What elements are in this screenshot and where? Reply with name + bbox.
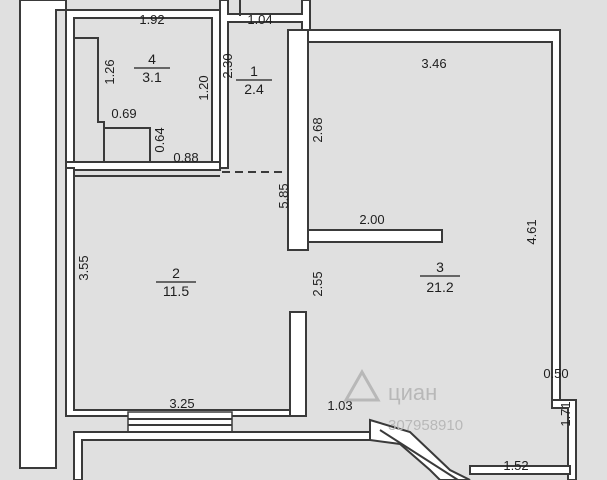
dim-3-46: 3.46 [421, 56, 446, 71]
balcony-bay [369, 418, 471, 480]
watermark-brand: циан [388, 380, 437, 405]
dim-2-68: 2.68 [310, 117, 325, 142]
right-lower-wall [551, 399, 577, 480]
dim-5-85: 5.85 [276, 183, 291, 208]
watermark-code: 307958910 [388, 417, 463, 434]
room-4-area: 3.1 [142, 69, 162, 85]
bottom-right-wall [469, 465, 571, 475]
dim-0-50: 0.50 [543, 366, 568, 381]
room-2-area: 11.5 [163, 283, 189, 299]
bathtub-outline [74, 37, 105, 162]
dim-1-03: 1.03 [327, 398, 352, 413]
dim-0-64: 0.64 [152, 127, 167, 152]
stub-wall [307, 229, 443, 243]
dim-1-71: 1.71 [558, 401, 573, 426]
partition-upper [287, 29, 309, 251]
dim-2-30: 2.30 [220, 53, 235, 78]
room-1-number: 1 [250, 63, 258, 79]
dim-2-55: 2.55 [310, 271, 325, 296]
window-room-2 [127, 411, 233, 433]
partition-lower [289, 311, 307, 417]
room-1-area: 2.4 [244, 81, 264, 97]
dim-1-20: 1.20 [196, 75, 211, 100]
room-2-walls [65, 167, 291, 417]
dim-3-55: 3.55 [76, 255, 91, 280]
dim-0-88: 0.88 [173, 150, 198, 165]
room-4-number: 4 [148, 51, 156, 67]
dim-2-00: 2.00 [359, 212, 384, 227]
dim-1-04: 1.04 [247, 12, 272, 27]
room-2-number: 2 [172, 265, 180, 281]
dim-4-61: 4.61 [524, 219, 539, 244]
balcony-bay-line [379, 429, 459, 480]
dim-1-52: 1.52 [503, 458, 528, 473]
dim-3-25: 3.25 [169, 396, 194, 411]
dim-1-26: 1.26 [102, 59, 117, 84]
outer-left-wall [19, 0, 67, 469]
dim-1-92: 1.92 [139, 12, 164, 27]
room-3-area: 21.2 [426, 279, 453, 295]
room-3-number: 3 [436, 259, 444, 275]
sink-outline [104, 127, 151, 162]
dim-0-69: 0.69 [111, 106, 136, 121]
watermark: циан 307958910 [343, 368, 463, 434]
watermark-logo-icon [343, 368, 381, 402]
